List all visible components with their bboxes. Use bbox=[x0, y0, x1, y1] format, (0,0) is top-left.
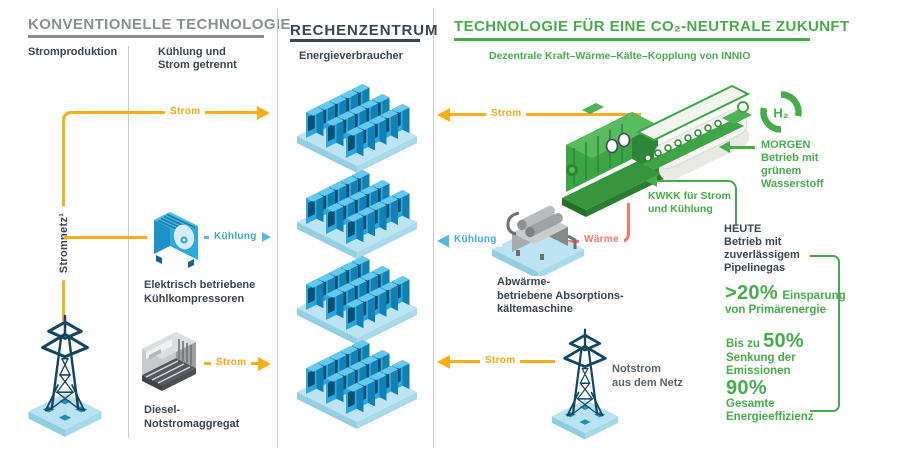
strom-arrow-right-top bbox=[437, 108, 450, 122]
morgen-line1: Betrieb mit bbox=[761, 152, 819, 164]
heute-line1: Betrieb mit bbox=[724, 236, 782, 248]
stat-line2: von Primärenergie bbox=[725, 304, 826, 316]
kwkk-line2: und Kühlung bbox=[648, 203, 713, 215]
left-column-title: KONVENTIONELLE TECHNOLOGIE bbox=[28, 16, 291, 33]
stat-line2: Gesamte bbox=[726, 398, 775, 410]
notstrom-caption-line1: Notstrom bbox=[612, 363, 661, 375]
stat-primaerenergie: >20% Einsparung von Primärenergie bbox=[725, 283, 846, 317]
compressor-caption-line2: Kühlkompressoren bbox=[144, 292, 245, 305]
stat-energieeffizienz: 90% Gesamte Energieeffizienz bbox=[726, 378, 814, 423]
stat-line3: Emissionen bbox=[726, 364, 791, 377]
stromnetz-label: Stromnetz¹ bbox=[55, 205, 73, 281]
server-rack-cluster-icon bbox=[292, 78, 422, 178]
kwkk-arrow bbox=[646, 175, 657, 187]
left-subcolumn-stromproduktion: Stromproduktion bbox=[28, 46, 118, 58]
stat-value: 90% bbox=[726, 377, 767, 399]
stat-line3: Energieeffizienz bbox=[726, 410, 814, 423]
strom-line-to-compressor bbox=[64, 236, 147, 239]
stat-inline-label: Einsparung bbox=[782, 290, 846, 302]
server-rack-cluster-icon bbox=[292, 334, 422, 434]
waerme-label: Wärme bbox=[579, 233, 624, 247]
left-title-underline bbox=[28, 35, 264, 38]
compressor-caption: Elektrisch betriebene Kühlkompressoren bbox=[144, 279, 255, 306]
center-column-title: RECHENZENTRUM bbox=[290, 22, 439, 39]
strom-arrow-left-bottom bbox=[258, 357, 271, 371]
kwkk-annotation: KWKK für Strom und Kühlung bbox=[648, 190, 731, 216]
diesel-caption-line2: Notstromaggregat bbox=[144, 417, 240, 430]
stat-prefix: Bis zu bbox=[726, 338, 764, 350]
absorber-caption: Abwärme- betriebene Absorptions- kältema… bbox=[497, 276, 624, 317]
left-subcolumn-kuehlung-line2: Strom getrennt bbox=[158, 59, 237, 71]
center-subtitle: Energieverbraucher bbox=[299, 50, 403, 62]
strom-arrow-left-top bbox=[257, 106, 270, 120]
center-title-underline bbox=[290, 39, 420, 42]
gas-engine-icon bbox=[562, 84, 752, 217]
heute-annotation: HEUTE Betrieb mit zuverlässigem Pipeline… bbox=[724, 223, 800, 275]
stat-value: 50% bbox=[763, 330, 804, 352]
h2-hydrogen-icon: H₂ bbox=[760, 91, 802, 133]
morgen-annotation: MORGEN Betrieb mit grünem Wasserstoff bbox=[761, 139, 824, 191]
morgen-title: MORGEN bbox=[761, 139, 811, 151]
morgen-arrow bbox=[719, 141, 730, 153]
left-subcolumn-kuehlung: Kühlung und Strom getrennt bbox=[158, 46, 237, 72]
right-title-underline bbox=[454, 38, 810, 41]
absorption-chiller-icon bbox=[492, 206, 584, 276]
morgen-line bbox=[728, 146, 755, 149]
stat-emissionen: Bis zu 50% Senkung der Emissionen bbox=[726, 331, 804, 377]
diesel-caption: Diesel- Notstromaggregat bbox=[144, 404, 239, 431]
strom-label-left-top: Strom bbox=[165, 105, 206, 119]
morgen-line2: grünem bbox=[761, 165, 802, 177]
cooling-unit-icon bbox=[154, 212, 198, 268]
absorber-caption-line1: Abwärme- bbox=[497, 276, 551, 288]
server-rack-cluster-icon bbox=[292, 164, 422, 264]
h2-label: H₂ bbox=[773, 106, 788, 121]
absorber-caption-line2: betriebene Absorptions- bbox=[497, 289, 624, 302]
center-right-divider bbox=[433, 8, 434, 448]
kuehlung-label-left: Kühlung bbox=[209, 230, 262, 244]
diesel-caption-line1: Diesel- bbox=[144, 404, 181, 416]
compressor-caption-line1: Elektrisch betriebene bbox=[144, 279, 256, 291]
power-grid-pylon-icon bbox=[26, 314, 104, 439]
strom-line-right-top bbox=[450, 113, 641, 116]
kuehlung-arrow-right bbox=[437, 234, 450, 248]
morgen-line3: Wasserstoff bbox=[761, 178, 824, 190]
heute-line3: Pipelinegas bbox=[724, 262, 786, 274]
diesel-generator-icon bbox=[142, 332, 196, 391]
right-subtitle: Dezentrale Kraft–Wärme–Kälte–Kopplung vo… bbox=[489, 50, 751, 62]
strom-label-left-bottom: Strom bbox=[211, 356, 252, 370]
right-column-title: TECHNOLOGIE FÜR EINE CO₂-NEUTRALE ZUKUNF… bbox=[454, 18, 850, 35]
absorber-caption-line3: kältemaschine bbox=[497, 303, 573, 315]
kwkk-line1: KWKK für Strom bbox=[648, 190, 731, 202]
kuehlung-label-right: Kühlung bbox=[449, 233, 502, 247]
notstrom-caption-line2: aus dem Netz bbox=[612, 376, 683, 389]
left-subcolumn-kuehlung-line1: Kühlung und bbox=[158, 46, 226, 58]
stat-value: >20% bbox=[725, 282, 778, 304]
strom-label-right-top: Strom bbox=[486, 107, 527, 121]
heute-title: HEUTE bbox=[724, 223, 762, 235]
strom-label-right-bottom: Strom bbox=[480, 354, 521, 368]
heute-line2: zuverlässigem bbox=[724, 249, 800, 261]
stat-line2: Senkung der bbox=[726, 352, 796, 364]
left-inner-divider bbox=[128, 46, 129, 438]
strom-arrow-right-bottom bbox=[437, 355, 450, 369]
notstrom-caption: Notstrom aus dem Netz bbox=[612, 363, 683, 390]
stats-bracket bbox=[810, 255, 840, 412]
kwkk-connector bbox=[656, 180, 737, 225]
left-center-divider bbox=[277, 8, 278, 448]
